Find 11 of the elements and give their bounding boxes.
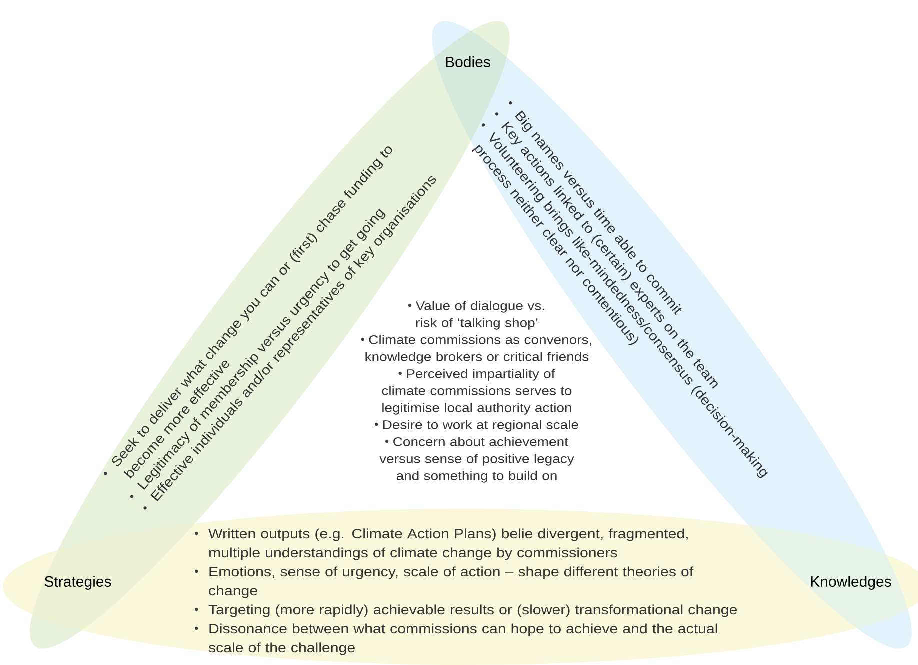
axis-heading: Strategies xyxy=(44,576,112,590)
axis-heading: Knowledges xyxy=(811,576,892,590)
bullet-point: Perceived impartiality of climate commissions serves to legitimise local authority action xyxy=(382,369,572,415)
bullet-point: Targeting (more rapidly) achievable results or (slower) transformational change xyxy=(195,604,738,618)
bullet-point: Written outputs (e.g. Climate Action Plans) belie divergent, fragmented, multiple understandings of climate change by commissioners xyxy=(195,528,688,560)
bullet-point: Value of dialogue vs. risk of ‘talking shop’ xyxy=(408,301,544,330)
bullet-point: Concern about achievement versus sense of positive legacy and something to build on xyxy=(380,437,574,483)
axis-heading: Bodies xyxy=(446,56,490,68)
bullet-point: Dissonance between what commissions can hope to achieve and the actual scale of the challenge xyxy=(195,624,718,656)
bullet-point: Emotions, sense of urgency, scale of action – shape different theories of change xyxy=(195,566,694,598)
bullet-point: Desire to work at regional scale xyxy=(374,420,578,432)
